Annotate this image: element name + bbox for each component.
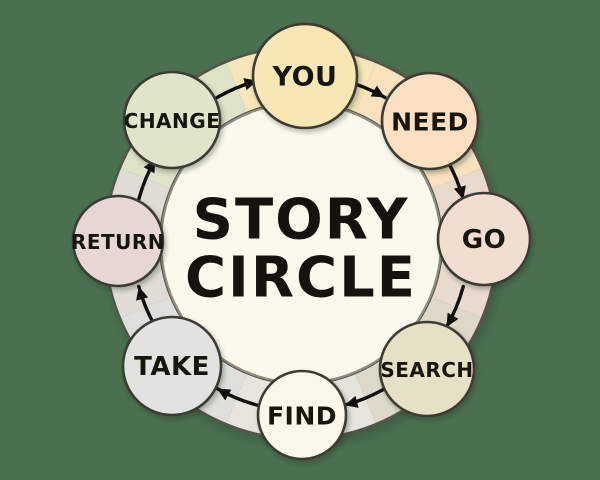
arrow-layer [136,78,466,408]
node-take[interactable]: TAKE [121,315,223,417]
node-label-take: TAKE [134,352,210,382]
node-circle-return[interactable] [71,194,165,288]
node-circle-find[interactable] [256,369,348,461]
node-circle-change[interactable] [122,70,222,170]
node-find[interactable]: FIND [256,369,348,461]
center-title-line2: CIRCLE [185,246,417,311]
arrowhead-need-to-go [453,185,466,200]
node-label-search: SEARCH [380,358,473,382]
arrowhead-find-to-take [217,388,232,401]
center-title: STORY CIRCLE [185,188,417,311]
node-circle-take[interactable] [121,315,223,417]
node-circle-you[interactable] [251,22,359,130]
node-label-find: FIND [267,402,337,431]
node-label-you: YOU [272,62,338,93]
node-label-return: RETURN [71,230,165,254]
node-label-go: GO [462,225,506,255]
node-label-need: NEED [391,108,469,137]
node-circle-go[interactable] [436,191,532,287]
node-return[interactable]: RETURN [71,194,165,288]
arrowhead-search-to-find [344,395,359,408]
node-go[interactable]: GO [436,191,532,287]
node-circle-need[interactable] [380,71,480,171]
arrowhead-you-to-need [370,85,385,98]
node-circle-search[interactable] [378,320,476,418]
node-label-change: CHANGE [124,109,221,133]
center-title-line1: STORY [193,188,410,253]
node-layer: YOU NEED GO SEARCH FIND TAKE RETURN CHANGE [71,22,532,461]
node-change[interactable]: CHANGE [122,70,222,170]
node-need[interactable]: NEED [380,71,480,171]
arrowhead-go-to-search [446,312,459,327]
node-search[interactable]: SEARCH [378,320,476,418]
arrowhead-take-to-return [136,286,149,301]
node-you[interactable]: YOU [251,22,359,130]
